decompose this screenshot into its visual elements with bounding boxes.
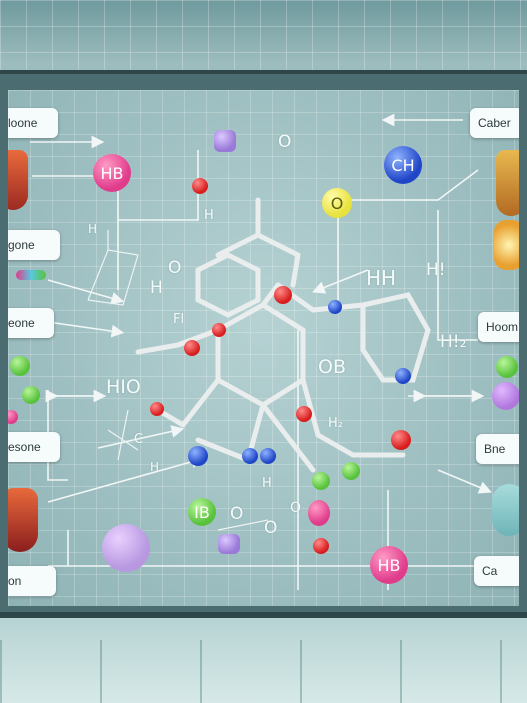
connector-lines <box>30 113 492 590</box>
bond <box>290 252 301 288</box>
large-lavender-cluster <box>102 524 150 572</box>
molecule-label: H <box>262 476 272 491</box>
label-left-3: eone <box>8 308 54 338</box>
display-screen: loone gone eone esone on Caber Hoom Bne … <box>8 90 519 606</box>
oxygen-atom <box>192 178 208 194</box>
floor <box>0 618 527 703</box>
molecule-label: H! <box>426 260 446 280</box>
ch-atom: CH <box>384 146 422 184</box>
green-atom <box>496 356 518 378</box>
glowing-organ-illustration <box>494 220 519 270</box>
sketch-line <box>117 409 129 461</box>
oxygen-atom <box>313 538 329 554</box>
sketch-line <box>217 519 269 531</box>
molecule-label: H!₂ <box>440 332 467 352</box>
connector-line <box>97 425 185 449</box>
molecule-label: H₂ <box>328 416 343 431</box>
oxygen-atom <box>184 340 200 356</box>
molecule-label: H <box>204 208 214 223</box>
organ-illustration <box>496 150 519 216</box>
green-atom <box>342 462 360 480</box>
connector-line <box>312 269 369 294</box>
connector-line <box>337 169 479 300</box>
molecule-label: O <box>290 500 302 516</box>
molecule-label: H <box>88 222 98 236</box>
green-atom <box>312 472 330 490</box>
bond <box>300 377 321 438</box>
bond <box>195 437 251 463</box>
bond <box>135 342 181 355</box>
molecule-label: OB <box>318 356 346 378</box>
small-ring <box>195 252 261 318</box>
floor-grid <box>0 640 527 703</box>
label-left-4: esone <box>8 432 60 462</box>
sketch-ring <box>87 249 139 306</box>
green-atom <box>10 356 30 376</box>
wall-grid <box>0 0 527 72</box>
label-left-2: gone <box>8 230 60 260</box>
sketch-lines <box>87 230 269 531</box>
nitrogen-atom <box>260 448 276 464</box>
molecule-label: O <box>264 518 278 538</box>
oxygen-atom <box>391 430 411 450</box>
pink-atom <box>8 410 18 424</box>
oxygen-atom <box>212 323 226 337</box>
nitrogen-atom <box>395 368 411 384</box>
organ-illustration <box>8 150 28 210</box>
molecule-label: Fl <box>173 312 185 327</box>
green-atom <box>22 386 40 404</box>
label-right-4: Ca <box>474 556 519 586</box>
connector-line <box>47 321 125 338</box>
hb-bottom-atom: HB <box>370 546 408 584</box>
bond <box>215 232 261 258</box>
o-yellow-atom: O <box>322 188 352 218</box>
label-left-5: on <box>8 566 56 596</box>
connector-line <box>47 390 68 481</box>
bond <box>315 432 356 458</box>
molecule-label: H <box>150 460 160 474</box>
hb-top-atom: HB <box>93 154 131 192</box>
right-ring <box>360 292 431 383</box>
molecule-label: HH <box>366 266 397 290</box>
lavender-atom <box>492 382 519 410</box>
oxygen-atom <box>274 286 292 304</box>
label-left-1: loone <box>8 108 58 138</box>
molecule-label: C <box>134 432 144 447</box>
oxygen-atom <box>150 402 164 416</box>
connector-line <box>437 210 478 341</box>
connector-line <box>437 469 492 494</box>
molecule-bonds <box>135 197 431 473</box>
display-board: loone gone eone esone on Caber Hoom Bne … <box>0 70 527 618</box>
lavender-cluster <box>214 130 236 152</box>
oxygen-atom <box>296 406 312 422</box>
molecule-label: O <box>230 504 244 524</box>
molecule-label: O <box>278 132 292 152</box>
molecule-label: H <box>150 278 163 298</box>
connector-line <box>47 279 125 305</box>
bond <box>180 377 221 428</box>
small-molecule-chain <box>16 270 46 280</box>
molecule-label: O <box>168 258 182 278</box>
nitrogen-atom <box>188 446 208 466</box>
nitrogen-atom <box>328 300 342 314</box>
ib-atom: IB <box>188 498 216 526</box>
connector-line <box>47 455 205 503</box>
lavender-cluster <box>218 534 240 554</box>
molecule-label: HIO <box>106 376 141 398</box>
benzene-ring <box>215 302 306 408</box>
organ-illustration <box>492 484 519 536</box>
sketch-line <box>107 429 139 451</box>
pink-atom <box>308 500 330 526</box>
bond <box>260 402 316 473</box>
label-right-1: Caber <box>470 108 519 138</box>
label-right-2: Hoom <box>478 312 519 342</box>
label-right-3: Bne <box>476 434 519 464</box>
bond <box>255 232 301 258</box>
organ-illustration <box>8 488 38 552</box>
nitrogen-atom <box>242 448 258 464</box>
